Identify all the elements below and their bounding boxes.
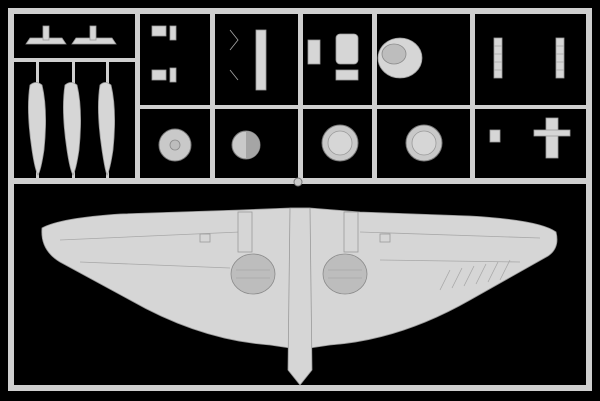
center-sprue-runner: [287, 177, 313, 386]
propeller-blades: [28, 82, 115, 176]
landing-gear-struts: [25, 25, 117, 45]
engine-cowling: [377, 37, 423, 79]
small-detail-parts: [151, 25, 359, 91]
exhaust-stacks: [493, 37, 565, 79]
tail-wheel-parts: [489, 117, 571, 159]
wheels: [158, 124, 443, 162]
